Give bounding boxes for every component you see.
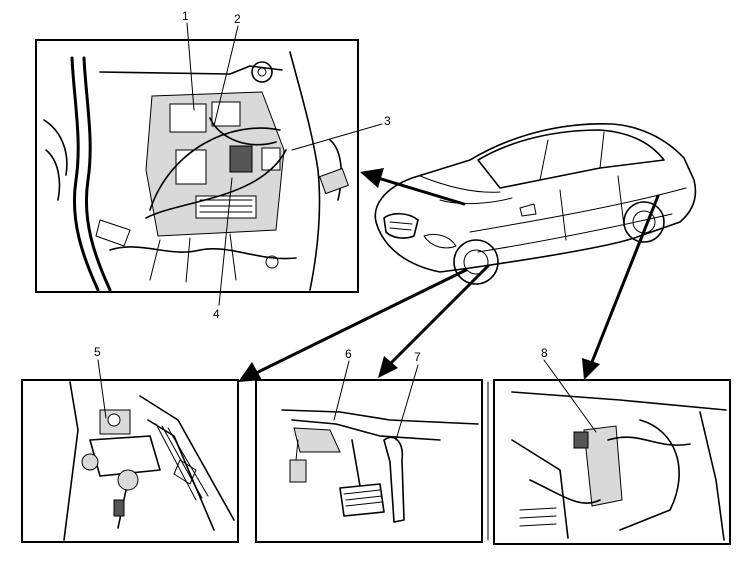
callout-6: 6	[345, 347, 352, 361]
callout-5: 5	[94, 345, 101, 359]
callout-leaders-engine	[186, 22, 383, 306]
callout-2: 2	[234, 12, 241, 26]
engine-compartment-panel	[35, 39, 359, 293]
callout-1: 1	[182, 9, 189, 23]
callout-4: 4	[213, 307, 220, 321]
panel-driver-footwell	[21, 359, 239, 543]
callout-8: 8	[541, 346, 548, 360]
panel-trunk-area	[493, 359, 731, 545]
callout-3: 3	[384, 114, 391, 128]
callout-labels: 1 2 3 4 5 6 7 8	[94, 9, 548, 364]
callout-7: 7	[414, 350, 421, 364]
panel-pedal-area	[255, 360, 483, 543]
car-illustration	[374, 123, 697, 285]
locator-arrows	[238, 168, 660, 382]
